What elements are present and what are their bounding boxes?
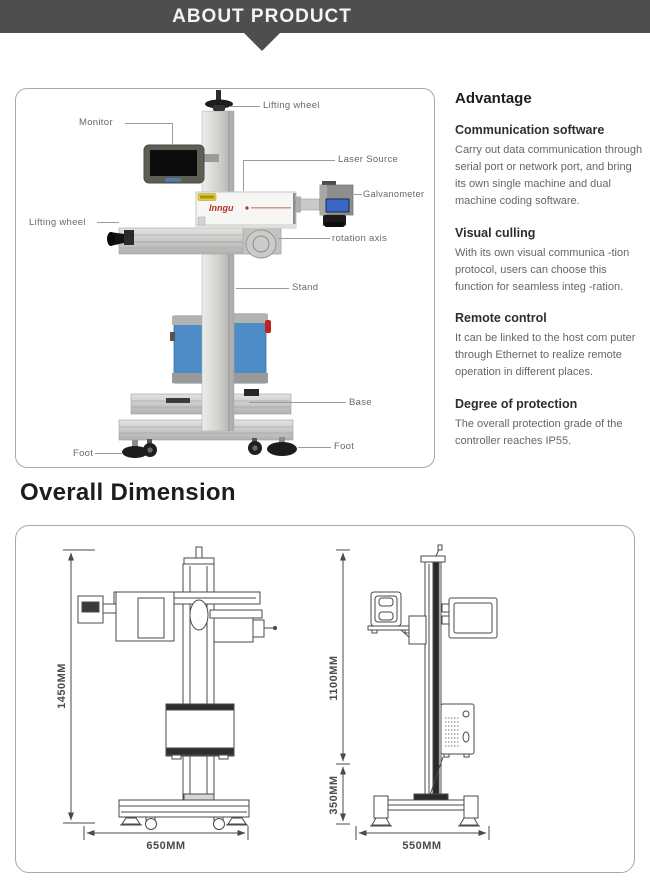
galvanometer-head [319, 181, 354, 227]
label-line-stand [236, 288, 289, 289]
machine-illustration: Inngu [107, 90, 354, 458]
banner-pointer [244, 33, 280, 51]
label-line-lifting-wheel-top [229, 106, 260, 107]
advantage-section-remote-control: Remote control It can be linked to the h… [455, 311, 643, 381]
label-laser-source: Laser Source [338, 154, 399, 165]
dimension-panel: 1450MM 650MM [15, 525, 635, 873]
advantage-section-visual-culling: Visual culling With its own visual commu… [455, 226, 643, 296]
brand-text: Inngu [209, 203, 234, 213]
label-line-monitor-h [125, 123, 173, 124]
label-lifting-wheel-left: Lifting wheel [29, 217, 86, 228]
label-line-lifting-wheel-left [97, 222, 119, 223]
label-foot-right: Foot [334, 441, 355, 452]
advantage-section-body: Carry out data communication through ser… [455, 144, 643, 208]
advantage-section-body: It can be linked to the host com puter t… [455, 332, 636, 379]
casters [143, 438, 262, 457]
advantage-section-title: Visual culling [455, 225, 536, 240]
lifting-wheel-left-handle [107, 230, 134, 246]
label-stand: Stand [292, 282, 319, 293]
label-line-galvanometer [352, 194, 362, 195]
page-title: ABOUT PRODUCT [172, 6, 352, 27]
label-lifting-wheel-top: Lifting wheel [263, 100, 320, 111]
front-view-height-label: 1450MM [56, 663, 68, 709]
header-banner: ABOUT PRODUCT [0, 0, 650, 33]
dimension-drawings: 1450MM 650MM [56, 544, 498, 852]
overall-dimension-heading: Overall Dimension [20, 479, 236, 506]
label-line-laser-source-h [243, 160, 335, 161]
side-view-drawing [336, 544, 498, 840]
advantage-section-body: With its own visual communica -tion prot… [455, 246, 630, 293]
lifting-wheel-top-knob [205, 90, 233, 111]
beam-tube [295, 196, 321, 213]
advantage-section-communication: Communication software Carry out data co… [455, 123, 643, 211]
front-view-width-label: 650MM [146, 840, 185, 852]
advantage-section-protection: Degree of protection The overall protect… [455, 397, 643, 450]
rubber-feet [122, 437, 297, 458]
advantage-section-title: Remote control [455, 311, 547, 326]
controller-box [170, 313, 271, 384]
advantage-section-body: The overall protection grade of the cont… [455, 417, 623, 447]
product-diagram-panel: Inngu Lifting wheel Monit [15, 88, 435, 468]
label-line-laser-source-v [243, 160, 244, 191]
rotation-axis-mechanism [242, 227, 282, 259]
label-line-rotation-axis [278, 238, 330, 239]
monitor-screen [143, 144, 219, 184]
side-view-lower-height-label: 350MM [328, 775, 340, 814]
label-foot-left: Foot [73, 448, 94, 459]
advantage-panel: Advantage Communication software Carry o… [455, 90, 643, 465]
side-view-upper-height-label: 1100MM [328, 655, 340, 700]
advantage-heading: Advantage [455, 90, 532, 107]
front-view-drawing [63, 546, 278, 840]
stand-column [201, 110, 235, 432]
label-monitor: Monitor [79, 117, 113, 128]
laser-source-head: Inngu [195, 191, 297, 229]
label-galvanometer: Galvanometer [363, 189, 425, 199]
label-line-base [249, 402, 346, 403]
label-line-foot-right [298, 447, 331, 448]
advantage-section-title: Degree of protection [455, 396, 578, 411]
label-line-monitor-v [172, 123, 173, 144]
label-rotation-axis: rotation axis [332, 233, 388, 244]
label-base: Base [349, 397, 372, 408]
label-line-foot-left [95, 453, 122, 454]
side-view-width-label: 550MM [402, 840, 441, 852]
advantage-section-title: Communication software [455, 123, 605, 137]
